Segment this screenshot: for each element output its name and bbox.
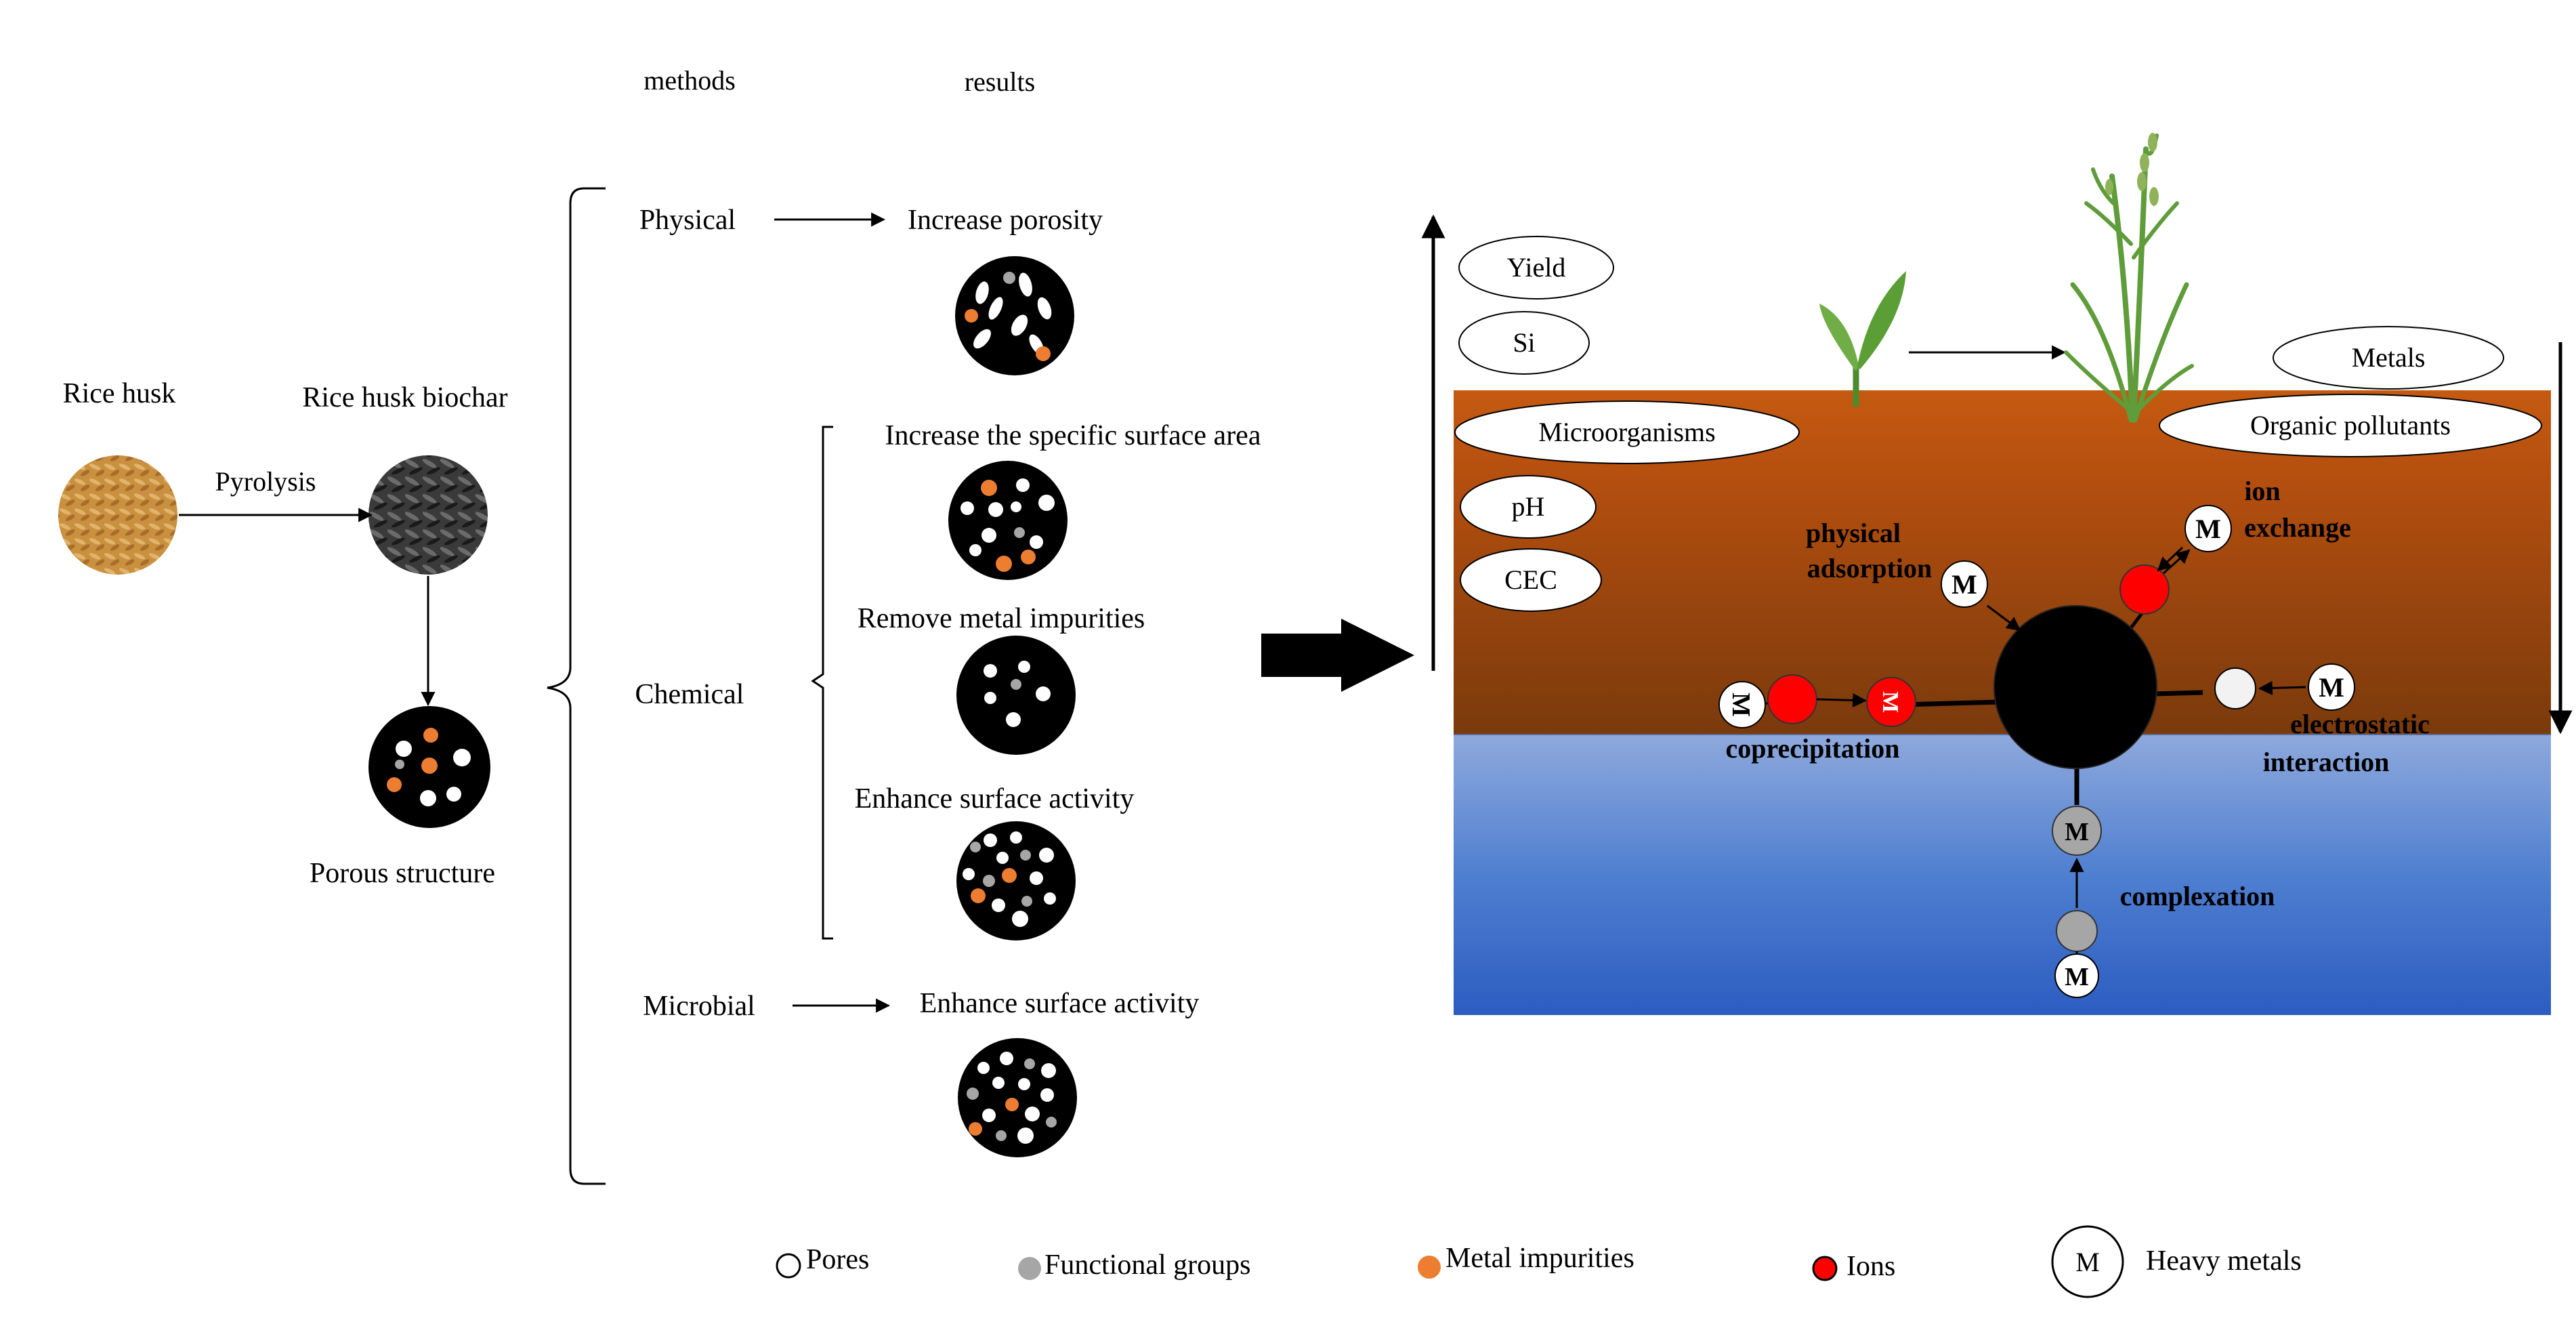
result-enhance-surface-chemical: Enhance surface activity bbox=[855, 783, 1135, 814]
heavy-metal-ion-exchange-symbol: M bbox=[2195, 514, 2221, 544]
biochar-particle bbox=[1993, 605, 2157, 769]
coprecip-ion-icon-1 bbox=[1767, 674, 1817, 724]
results-header: results bbox=[965, 66, 1035, 97]
mech-coprecipitation-label: coprecipitation bbox=[1725, 733, 1899, 764]
grain-head-icon bbox=[2105, 133, 2159, 206]
method-microbial: Microbial bbox=[643, 991, 755, 1022]
heavy-metal-physical-symbol: M bbox=[1951, 569, 1977, 600]
factor-cec-label: CEC bbox=[1504, 564, 1557, 595]
mech-ion-label-1: ion bbox=[2244, 476, 2280, 506]
heavy-metal-coprecip-symbol: M bbox=[1727, 693, 1755, 717]
electrostatic-site-icon bbox=[2214, 667, 2256, 709]
seedling-icon bbox=[1819, 271, 1906, 407]
mech-complexation-label: complexation bbox=[2120, 881, 2275, 911]
mature-plant-icon bbox=[2064, 133, 2194, 423]
complex-group-icon bbox=[2056, 910, 2098, 952]
rice-husk-image bbox=[58, 455, 177, 575]
mech-physical-label-2: adsorption bbox=[1807, 553, 1933, 583]
methods-brace bbox=[547, 187, 606, 1185]
result-circle-enhance-chemical bbox=[956, 821, 1076, 941]
arrow-coprecipitation bbox=[1816, 693, 1867, 707]
legend-pores-icon bbox=[776, 1253, 801, 1279]
factor-metals-label: Metals bbox=[2352, 342, 2426, 373]
factor-microorganisms: Microorganisms bbox=[1454, 400, 1800, 464]
factor-organic-pollutants-label: Organic pollutants bbox=[2250, 410, 2451, 440]
porous-structure-label: Porous structure bbox=[310, 858, 495, 889]
complex-functional-group-symbol: M bbox=[2065, 818, 2089, 846]
link-right bbox=[2153, 690, 2203, 697]
rice-husk-biochar-image bbox=[368, 455, 488, 575]
heavy-metal-complex-icon: M bbox=[2054, 953, 2099, 998]
result-circle-porosity bbox=[955, 256, 1074, 375]
heavy-metal-complex-symbol: M bbox=[2065, 963, 2089, 991]
porous-structure-circle bbox=[368, 706, 490, 828]
factor-ph-label: pH bbox=[1512, 491, 1545, 522]
coprecip-ion-symbol: M bbox=[1878, 691, 1903, 713]
result-circle-ssa bbox=[948, 461, 1068, 580]
coprecip-ion-icon-2: M bbox=[1866, 677, 1916, 727]
result-remove-metal: Remove metal impurities bbox=[858, 603, 1145, 634]
result-increase-porosity: Increase porosity bbox=[908, 205, 1103, 236]
factor-cec: CEC bbox=[1460, 548, 1602, 612]
rice-husk-label: Rice husk bbox=[63, 378, 176, 409]
rice-husk-biochar-label: Rice husk biochar bbox=[302, 382, 507, 413]
factor-yield: Yield bbox=[1458, 236, 1614, 299]
methods-header: methods bbox=[643, 65, 736, 96]
mech-electrostatic-label-2: interaction bbox=[2263, 747, 2390, 777]
legend-metal-impurities-label: Metal impurities bbox=[1445, 1243, 1634, 1274]
water-layer bbox=[1454, 735, 2551, 1015]
factor-ph: pH bbox=[1460, 475, 1597, 539]
heavy-metal-coprecip-icon: M bbox=[1718, 681, 1766, 728]
pyrolysis-label: Pyrolysis bbox=[215, 466, 316, 497]
legend-heavy-metals-icon bbox=[2051, 1225, 2124, 1298]
method-physical: Physical bbox=[639, 205, 736, 236]
legend-ions-label: Ions bbox=[1846, 1251, 1895, 1282]
arrow-physical-adsorption bbox=[1987, 604, 2021, 632]
factor-yield-label: Yield bbox=[1507, 252, 1566, 283]
factor-si-label: Si bbox=[1513, 327, 1535, 358]
result-enhance-surface-microbial: Enhance surface activity bbox=[920, 988, 1200, 1019]
legend-ions-icon bbox=[1812, 1256, 1838, 1281]
arrow-ion-exchange-out bbox=[2162, 549, 2191, 575]
mech-ion-label-2: exchange bbox=[2244, 512, 2351, 543]
big-right-arrow bbox=[1261, 619, 1414, 692]
legend-metal-impurities-icon bbox=[1418, 1256, 1441, 1279]
heavy-metal-physical-icon: M bbox=[1941, 560, 1988, 608]
ion-exchange-ion-icon bbox=[2119, 564, 2170, 615]
legend: Pores Functional groups Metal impurities… bbox=[776, 1225, 2302, 1298]
legend-heavy-metals-label: Heavy metals bbox=[2146, 1245, 2302, 1277]
result-circle-remove-metal bbox=[956, 636, 1076, 755]
legend-functional-groups-icon bbox=[1018, 1257, 1041, 1280]
method-chemical: Chemical bbox=[635, 679, 744, 710]
legend-functional-groups-label: Functional groups bbox=[1044, 1249, 1250, 1281]
factor-organic-pollutants: Organic pollutants bbox=[2159, 394, 2542, 457]
heavy-metal-electrostatic-symbol: M bbox=[2319, 672, 2344, 703]
mech-electrostatic-label-1: electrostatic bbox=[2290, 709, 2430, 739]
factor-si: Si bbox=[1458, 311, 1590, 375]
complex-functional-group-icon: M bbox=[2052, 806, 2102, 856]
mech-physical-label-1: physical bbox=[1806, 518, 1901, 548]
heavy-metal-ion-exchange-icon: M bbox=[2184, 505, 2232, 552]
factor-metals: Metals bbox=[2273, 326, 2504, 390]
result-circle-enhance-microbial bbox=[958, 1038, 1077, 1157]
legend-pores-label: Pores bbox=[806, 1244, 869, 1275]
arrow-electrostatic bbox=[2258, 680, 2306, 695]
chemical-bracket bbox=[811, 426, 833, 940]
legend-heavy-metals-symbol: M bbox=[2075, 1247, 2100, 1277]
result-increase-ssa: Increase the specific surface area bbox=[885, 420, 1261, 451]
link-left bbox=[1903, 699, 1999, 707]
factor-microorganisms-label: Microorganisms bbox=[1538, 417, 1715, 447]
heavy-metal-electrostatic-icon: M bbox=[2308, 663, 2355, 711]
